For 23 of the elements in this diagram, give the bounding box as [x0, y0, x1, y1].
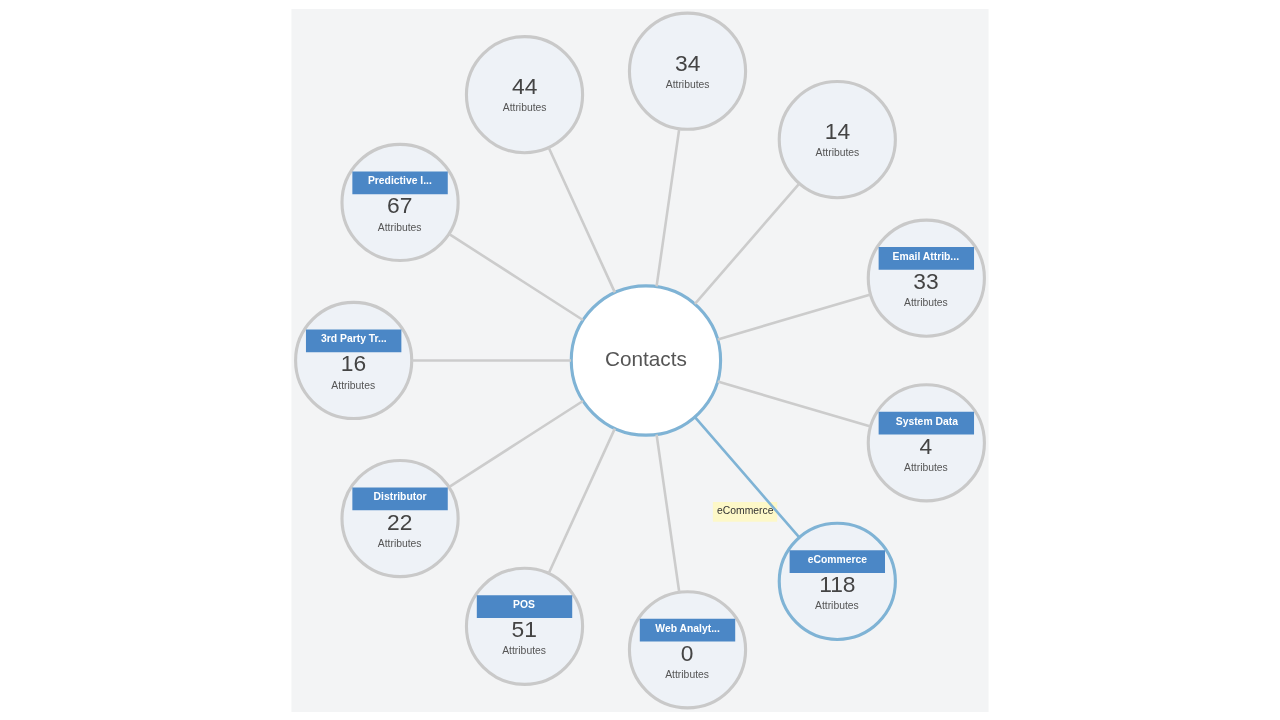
node-circle: Web Analyt... 0 Attributes	[627, 589, 748, 709]
connector	[411, 358, 572, 362]
node-circle: 14 Attributes	[777, 79, 897, 199]
connector	[694, 182, 801, 305]
connector	[694, 415, 801, 538]
connector	[717, 379, 871, 428]
node-circle: 34 Attributes	[627, 11, 748, 131]
node-circle: 44 Attributes	[464, 34, 585, 154]
node-circle: Email Attrib... 33 Attributes	[866, 218, 986, 338]
node-circle: Distributor 22 Attributes	[340, 458, 460, 578]
connector	[547, 427, 616, 574]
node-circle: Contacts	[569, 283, 723, 437]
connector	[655, 128, 681, 287]
node-circle: Predictive I... 67 Attributes	[340, 142, 460, 262]
connector	[448, 232, 584, 321]
connector	[655, 433, 681, 592]
connector	[448, 399, 584, 488]
node-circle: POS 51 Attributes	[464, 566, 585, 686]
node-label: eCommerce	[717, 504, 774, 516]
connector	[547, 146, 616, 293]
connector	[717, 292, 871, 341]
node-circle: 3rd Party Tr... 16 Attributes	[294, 300, 414, 420]
node-circle: System Data 4 Attributes	[866, 382, 986, 502]
